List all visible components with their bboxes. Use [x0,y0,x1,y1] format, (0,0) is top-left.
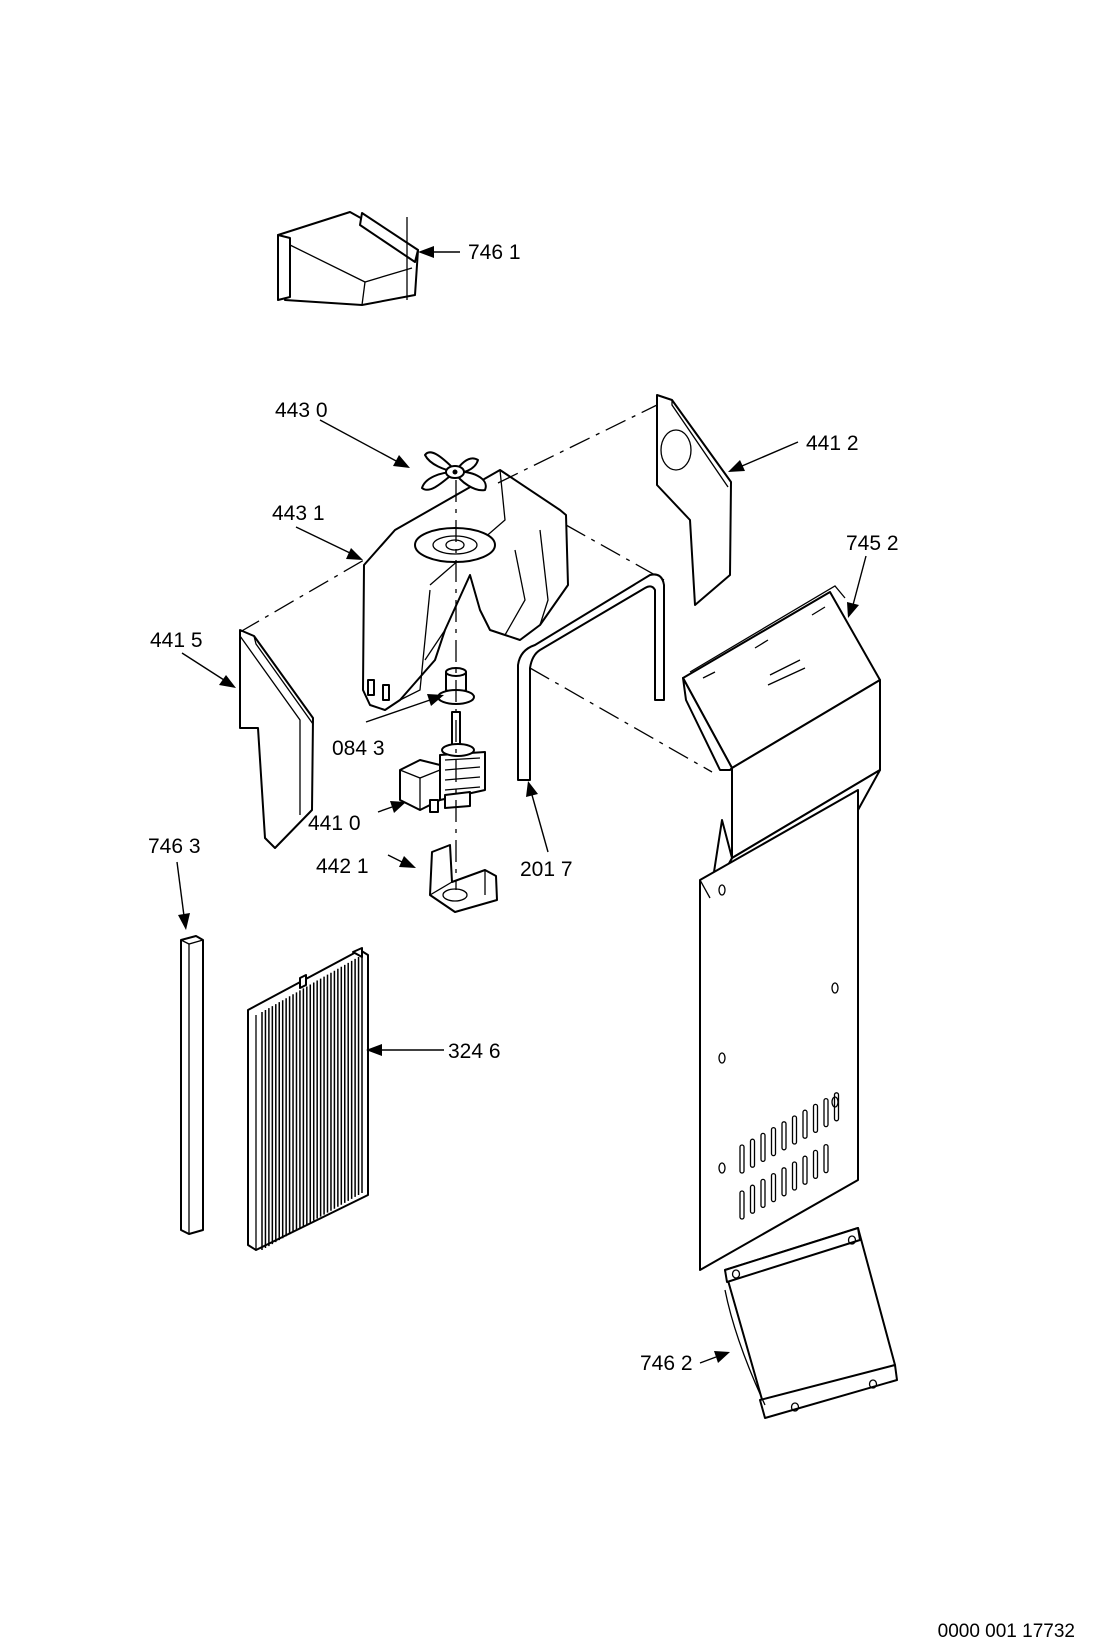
label-441-2: 441 2 [806,432,859,455]
part-441-0-fan-motor [399,711,486,813]
vent-slot [770,1172,777,1203]
label-746-3: 746 3 [148,835,201,858]
part-labels: 746 1 443 0 441 2 443 1 745 2 441 5 084 … [148,241,899,1375]
part-442-1-motor-bracket [429,844,498,913]
leader-lines [176,246,867,1364]
duct-vent-slots [739,1092,840,1220]
vent-slot [823,1143,829,1174]
part-746-2-bottom-cover [724,1227,898,1419]
label-746-1: 746 1 [468,241,521,264]
vent-slot [760,1178,766,1209]
label-441-0: 441 0 [308,812,361,835]
vent-slot [749,1138,756,1168]
part-441-2-side-panel [656,394,732,606]
label-084-3: 084 3 [332,737,385,760]
label-443-0: 443 0 [275,399,328,422]
vent-slot [802,1109,808,1139]
document-number: 0000 001 17732 [938,1621,1075,1642]
label-442-1: 442 1 [316,855,369,878]
label-201-7: 201 7 [520,858,573,881]
part-324-6-evaporator [247,947,369,1251]
evaporator-fins [261,955,363,1250]
vent-slot [812,1149,819,1180]
part-201-7-u-frame [517,573,665,781]
part-745-2-air-duct [682,585,881,1271]
vent-slot [823,1097,829,1128]
label-324-6: 324 6 [448,1040,501,1063]
vent-slot [802,1155,808,1185]
vent-slot [739,1144,745,1174]
vent-slot [739,1190,745,1220]
part-746-3-strip [180,935,204,1235]
vent-slot [791,1115,798,1145]
vent-slot [781,1167,787,1197]
part-441-5-side-panel [239,629,314,849]
vent-slot [781,1121,787,1151]
vent-slot [833,1092,840,1122]
label-746-2: 746 2 [640,1352,693,1375]
vent-slot [812,1103,819,1134]
vent-slot [760,1132,766,1163]
part-746-1-bracket [277,211,419,306]
part-443-1-fan-housing [362,469,569,711]
vent-slot [770,1126,777,1157]
vent-slot [791,1161,798,1191]
assembly-lines [239,404,713,890]
part-443-0-fan-blade [421,451,487,492]
vent-slot [749,1184,756,1214]
label-441-5: 441 5 [150,629,203,652]
label-745-2: 745 2 [846,532,899,555]
label-443-1: 443 1 [272,502,325,525]
